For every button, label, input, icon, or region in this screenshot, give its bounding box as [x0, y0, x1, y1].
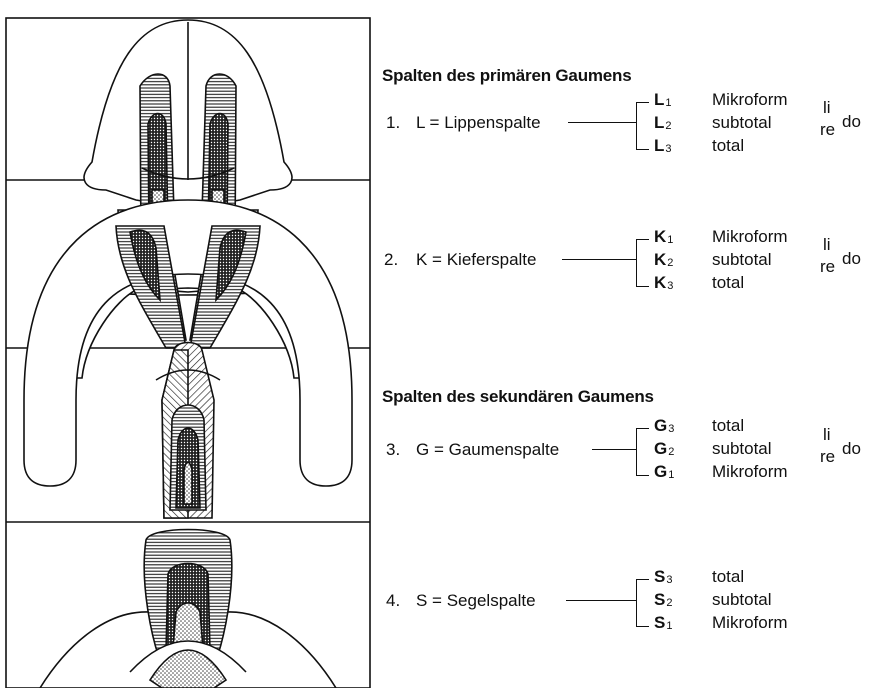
- side-left-label: li: [823, 99, 831, 116]
- grade-bracket: [636, 239, 649, 287]
- grade-symbol: G3: [654, 416, 674, 439]
- item-number: 3.: [386, 440, 400, 460]
- grade-symbol: S1: [654, 613, 672, 636]
- velum-cleft-drawing: [40, 530, 336, 688]
- grade-symbol: K2: [654, 250, 673, 273]
- grade-label: Mikroform: [712, 613, 788, 633]
- grade-symbol: K1: [654, 227, 673, 250]
- grade-symbol: S2: [654, 590, 672, 613]
- connector-line: [592, 449, 636, 450]
- grade-symbol: L3: [654, 136, 672, 159]
- side-right-label: re: [820, 448, 835, 465]
- grade-bracket: [636, 102, 649, 150]
- lip-cleft-term: L = Lippenspalte: [416, 113, 541, 133]
- grade-label: Mikroform: [712, 462, 788, 482]
- side-left-label: li: [823, 426, 831, 443]
- primary-palate-heading: Spalten des primären Gaumens: [382, 66, 631, 86]
- grade-bracket: [636, 579, 649, 627]
- grade-symbol: L2: [654, 113, 672, 136]
- jaw-cleft-term: K = Kieferspalte: [416, 250, 537, 270]
- grade-label: subtotal: [712, 113, 772, 133]
- grade-label: total: [712, 136, 744, 156]
- grade-symbol: S3: [654, 567, 672, 590]
- velum-cleft-term: S = Segelspalte: [416, 591, 536, 611]
- grade-label: subtotal: [712, 590, 772, 610]
- grade-label: total: [712, 567, 744, 587]
- grade-symbol: G2: [654, 439, 674, 462]
- palate-cleft-drawing: [24, 200, 352, 518]
- side-both-label: do: [842, 440, 861, 457]
- item-number: 1.: [386, 113, 400, 133]
- grade-label: subtotal: [712, 250, 772, 270]
- grade-label: Mikroform: [712, 90, 788, 110]
- side-right-label: re: [820, 121, 835, 138]
- connector-line: [568, 122, 636, 123]
- grade-label: total: [712, 273, 744, 293]
- grade-bracket: [636, 428, 649, 476]
- secondary-palate-heading: Spalten des sekundären Gaumens: [382, 387, 654, 407]
- item-number: 4.: [386, 591, 400, 611]
- item-number: 2.: [384, 250, 398, 270]
- side-left-label: li: [823, 236, 831, 253]
- connector-line: [562, 259, 636, 260]
- grade-symbol: K3: [654, 273, 673, 296]
- side-both-label: do: [842, 113, 861, 130]
- connector-line: [566, 600, 636, 601]
- grade-label: total: [712, 416, 744, 436]
- grade-label: Mikroform: [712, 227, 788, 247]
- palate-cleft-term: G = Gaumenspalte: [416, 440, 559, 460]
- side-right-label: re: [820, 258, 835, 275]
- grade-symbol: G1: [654, 462, 674, 485]
- grade-label: subtotal: [712, 439, 772, 459]
- grade-symbol: L1: [654, 90, 672, 113]
- side-both-label: do: [842, 250, 861, 267]
